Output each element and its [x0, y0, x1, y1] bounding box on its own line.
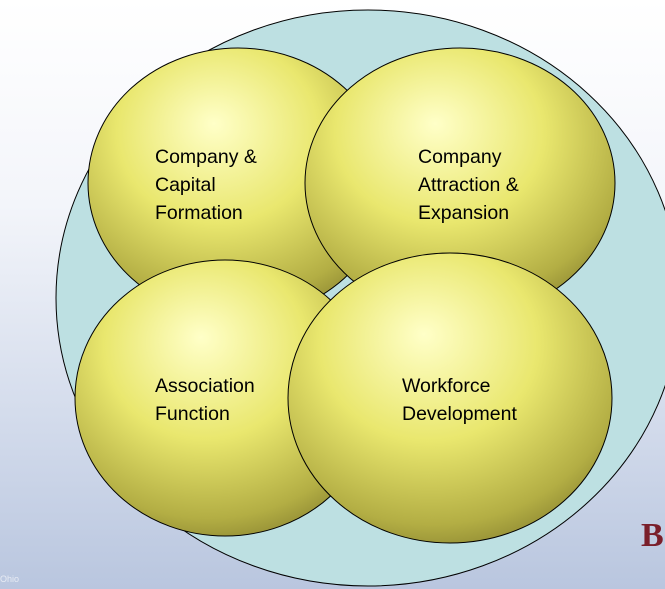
bubble-company-capital-formation: Company & Capital Formation — [87, 47, 389, 319]
bubble-workforce-development: Workforce Development — [287, 252, 613, 544]
logo-mark: B — [641, 517, 664, 554]
bubble-company-capital-formation-label: Company & Capital Formation — [155, 146, 262, 224]
bubble-workforce-development-label: Workforce Development — [402, 375, 517, 425]
bubble-association-function-label: Association Function — [155, 375, 260, 425]
footer-text: Ohio — [0, 574, 20, 584]
bubble-company-attraction-expansion-label: Company Attraction & Expansion — [418, 146, 524, 224]
bubble-association-function: Association Function — [74, 259, 376, 537]
bubble-workforce-development-shape — [287, 252, 613, 544]
